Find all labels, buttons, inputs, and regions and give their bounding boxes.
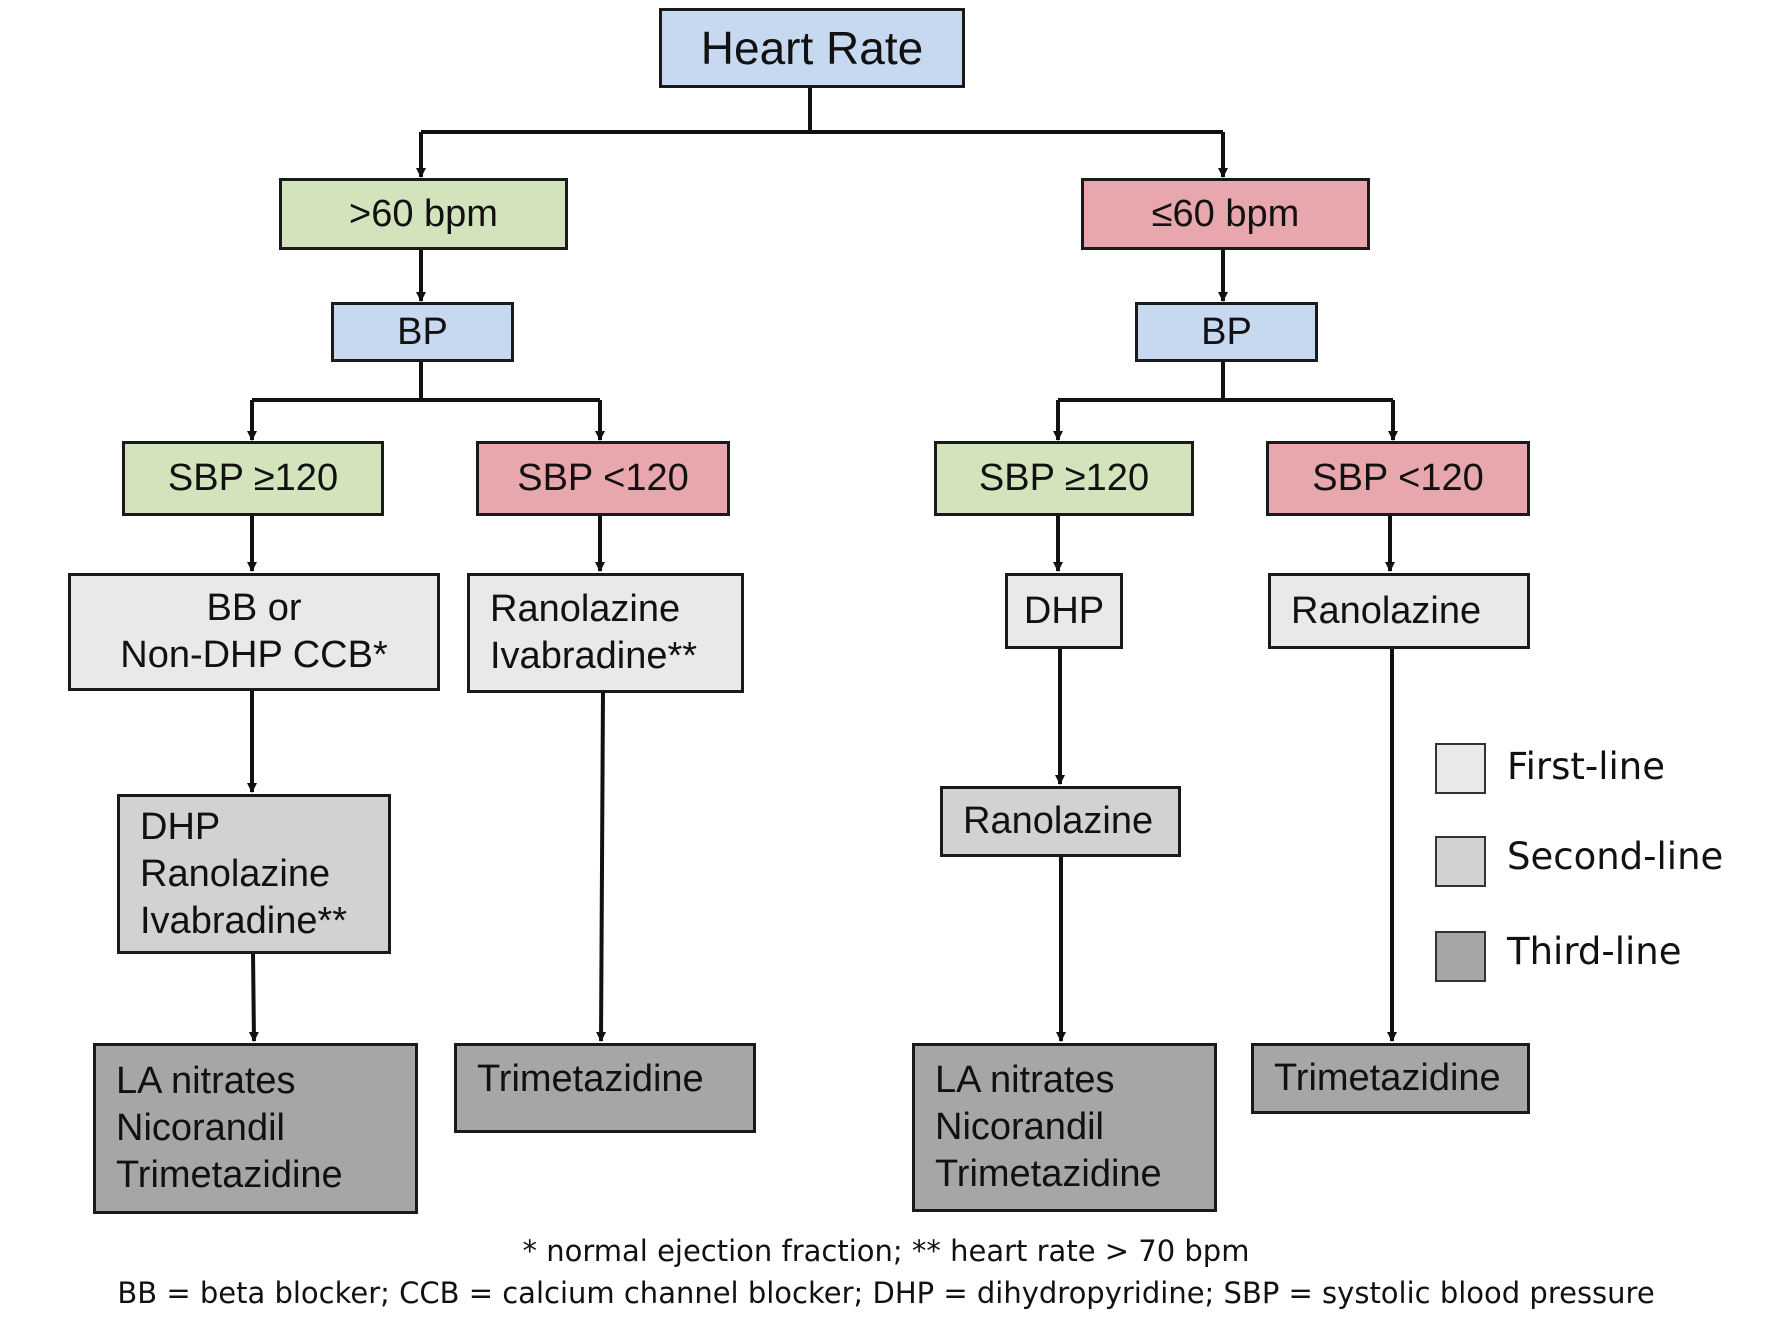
legend-label-first-line: First-line <box>1507 745 1665 788</box>
third-line-node-1: LA nitrates Nicorandil Trimetazidine <box>93 1043 418 1214</box>
third-line-1-text-3: Trimetazidine <box>116 1154 343 1196</box>
third-line-node-2: Trimetazidine <box>454 1043 756 1133</box>
footnote-abbreviations: BB = beta blocker; CCB = calcium channel… <box>117 1276 1655 1310</box>
second-line-node-1: DHP Ranolazine Ivabradine** <box>117 794 391 954</box>
second-line-1-text-3: Ivabradine** <box>140 899 348 942</box>
sbp-low-label-right: SBP <120 <box>1312 457 1484 499</box>
first-line-4-text-1: Ranolazine <box>1291 589 1482 632</box>
third-line-node-4: Trimetazidine <box>1251 1043 1530 1114</box>
sbp-high-node-right: SBP ≥120 <box>934 441 1194 516</box>
second-line-3-text-1: Ranolazine <box>963 800 1154 842</box>
legend-swatch-third-line <box>1435 931 1486 982</box>
first-line-node-4: Ranolazine <box>1268 573 1530 649</box>
third-line-2-text-1: Trimetazidine <box>477 1058 704 1100</box>
third-line-1-text-1: LA nitrates <box>116 1060 296 1102</box>
first-line-2-text-2: Ivabradine** <box>490 635 698 677</box>
legend-label-second-line: Second-line <box>1507 835 1724 878</box>
bp-node-left: BP <box>331 302 514 362</box>
second-line-node-3: Ranolazine <box>940 786 1181 857</box>
second-line-1-text-2: Ranolazine <box>140 852 331 895</box>
third-line-3-text-1: LA nitrates <box>935 1059 1115 1101</box>
sbp-low-label-left: SBP <120 <box>517 457 689 499</box>
rate-low-node: ≤60 bpm <box>1081 178 1370 250</box>
third-line-node-3: LA nitrates Nicorandil Trimetazidine <box>912 1043 1217 1212</box>
rate-low-label: ≤60 bpm <box>1151 192 1300 235</box>
sbp-high-node-left: SBP ≥120 <box>122 441 384 516</box>
bp-node-right: BP <box>1135 302 1318 362</box>
third-line-1-text-2: Nicorandil <box>116 1107 285 1149</box>
third-line-4-text-1: Trimetazidine <box>1274 1057 1501 1099</box>
third-line-3-text-3: Trimetazidine <box>935 1153 1162 1195</box>
legend-swatch-second-line <box>1435 836 1486 887</box>
sbp-high-label-left: SBP ≥120 <box>167 457 339 499</box>
first-line-node-2: Ranolazine Ivabradine** <box>467 573 744 693</box>
first-line-1-text-2: Non-DHP CCB* <box>120 634 388 676</box>
second-line-1-text-1: DHP <box>140 805 221 848</box>
first-line-1-text-1: BB or <box>206 587 302 629</box>
arrow-to-third-line-1 <box>248 951 259 1042</box>
first-line-2-text-1: Ranolazine <box>490 588 681 630</box>
arrow-to-third-line-2 <box>596 690 607 1042</box>
heart-rate-node: Heart Rate <box>659 8 965 88</box>
rate-high-label: >60 bpm <box>349 192 498 235</box>
sbp-high-label-right: SBP ≥120 <box>978 457 1150 499</box>
sbp-low-node-right: SBP <120 <box>1266 441 1530 516</box>
legend-swatch-first-line <box>1435 743 1486 794</box>
third-line-3-text-2: Nicorandil <box>935 1106 1104 1148</box>
first-line-node-1: BB or Non-DHP CCB* <box>68 573 440 691</box>
first-line-3-text-1: DHP <box>1023 589 1105 632</box>
rate-high-node: >60 bpm <box>279 178 568 250</box>
first-line-node-3: DHP <box>1005 573 1123 649</box>
footnote-symbols: * normal ejection fraction; ** heart rat… <box>522 1234 1250 1268</box>
heart-rate-label: Heart Rate <box>700 21 924 74</box>
bp-label-left: BP <box>397 310 448 353</box>
sbp-low-node-left: SBP <120 <box>476 441 730 516</box>
bp-label-right: BP <box>1201 310 1252 353</box>
legend-label-third-line: Third-line <box>1507 930 1682 973</box>
